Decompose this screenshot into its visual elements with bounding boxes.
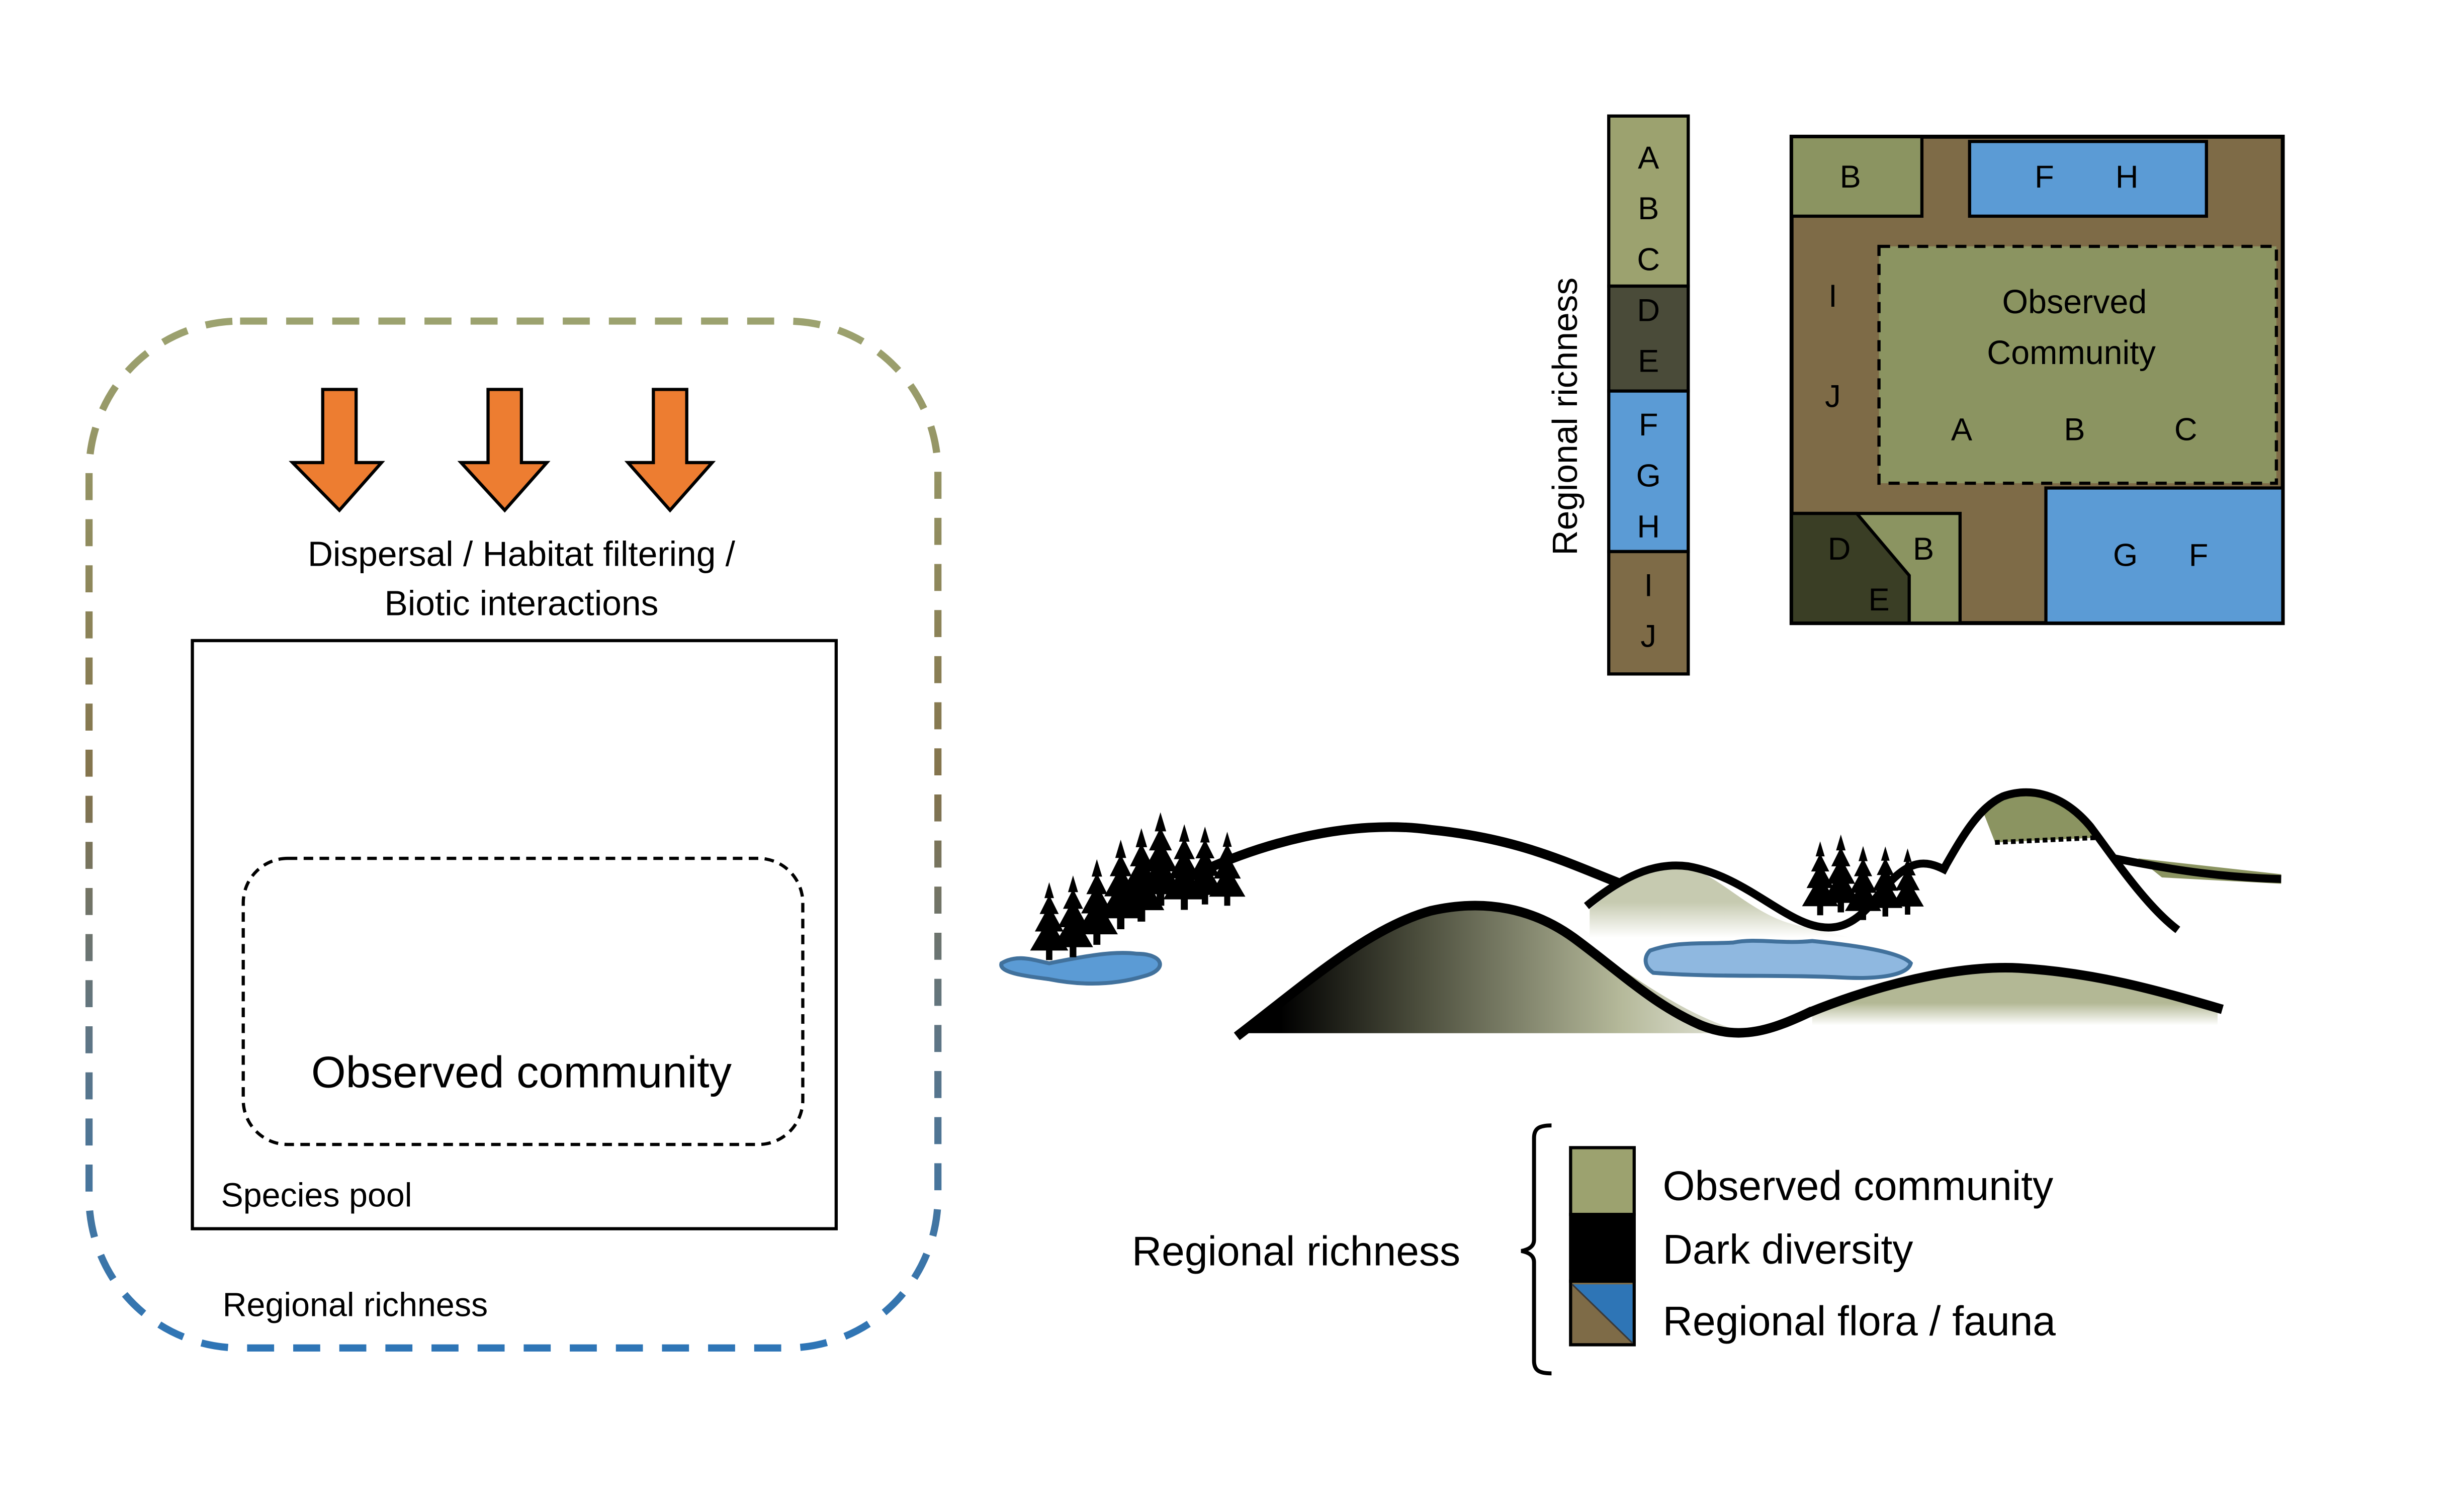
patch-top-left: [1790, 135, 1924, 218]
column-letter: J: [1640, 619, 1656, 654]
processes-label-line2: Biotic interactions: [384, 583, 658, 623]
patch-letter: H: [2116, 159, 2139, 195]
legend-bracket: [1521, 1123, 1552, 1376]
down-arrow-icon: [289, 388, 385, 513]
processes-label-line1: Dispersal / Habitat filtering /: [308, 534, 736, 573]
tree-cluster-right: [1802, 834, 1924, 920]
column-letter: G: [1636, 458, 1661, 493]
filter-arrows: [289, 388, 716, 513]
observed-title: Community: [1987, 334, 2156, 372]
legend-swatch-regional: [1569, 1279, 1636, 1347]
right-peak-outline: [1939, 788, 2180, 933]
patch-letter: F: [2035, 159, 2054, 195]
legend-swatch-observed: [1569, 1146, 1636, 1216]
observed-title: Observed: [2002, 284, 2147, 321]
legend-label: Regional flora / fauna: [1663, 1298, 2056, 1344]
species-pool-label: Species pool: [221, 1177, 412, 1214]
habitat-map: B F H I J Observed Community A B C D E B…: [1789, 134, 2285, 626]
lake-left: [999, 951, 1162, 986]
column-segment-observed: [1607, 114, 1690, 288]
observed-community-box: [241, 856, 805, 1146]
observed-letter: A: [1951, 412, 1973, 448]
legend-label: Observed community: [1663, 1164, 2054, 1209]
down-arrow-icon: [457, 388, 551, 513]
column-letter: D: [1637, 293, 1660, 328]
front-right-hill-outline: [1807, 963, 2224, 1017]
legend-bracket-label: Regional richness: [1132, 1228, 1460, 1274]
tree-cluster-left: [1030, 812, 1246, 960]
observed-community-label: Observed community: [311, 1047, 732, 1097]
richness-column: Regional richness A B C D E F G H I J: [1545, 114, 1690, 676]
left-concept-panel: Dispersal / Habitat filtering / Biotic i…: [85, 317, 942, 1352]
patch-letter: G: [2113, 538, 2138, 573]
patch-letter: B: [1840, 159, 1861, 195]
species-pool-box: [191, 639, 838, 1230]
column-letter: F: [1639, 407, 1658, 442]
patch-letter: E: [1869, 582, 1890, 617]
right-ridge: [2113, 854, 2281, 883]
front-hill-outline: [1234, 901, 1814, 1040]
middle-hill-fill: [1590, 866, 1852, 938]
front-hill-fill: [1240, 908, 1749, 1033]
column-letter: H: [1637, 509, 1660, 544]
patch-letter: B: [1913, 531, 1934, 567]
observed-letter: C: [2174, 412, 2197, 448]
column-letter: A: [1638, 140, 1659, 175]
patch-letter: D: [1828, 531, 1851, 567]
down-arrow-icon: [624, 388, 716, 513]
observed-letter: B: [2064, 412, 2085, 448]
regional-richness-label: Regional richness: [223, 1286, 488, 1323]
back-ridge: [1177, 822, 1639, 895]
column-letter: E: [1638, 344, 1659, 379]
lake-center: [1643, 938, 1913, 980]
patch-letter: F: [2189, 538, 2209, 573]
legend-label: Dark diversity: [1663, 1227, 1913, 1273]
column-letter: B: [1638, 191, 1659, 226]
observed-community-area: [1877, 244, 2278, 485]
patch-top-right: [1968, 140, 2208, 218]
legend-swatch-dark: [1569, 1213, 1636, 1283]
patch-bottom-left-dark: [1790, 511, 1911, 625]
background-letter: J: [1825, 379, 1841, 414]
right-peak-dashed-line: [1995, 835, 2095, 845]
background-letter: I: [1828, 279, 1837, 314]
column-letter: I: [1644, 568, 1653, 603]
landscape-illustration: [999, 788, 2281, 1040]
column-axis-label: Regional richness: [1545, 278, 1585, 556]
patch-bottom-right: [2044, 486, 2284, 625]
legend: Regional richness Observed community Dar…: [1132, 1123, 2056, 1376]
middle-hill-outline: [1583, 859, 1950, 932]
right-peak-fill: [1984, 794, 2095, 843]
column-segment-flora: [1607, 550, 1690, 676]
column-letter: C: [1637, 242, 1660, 277]
